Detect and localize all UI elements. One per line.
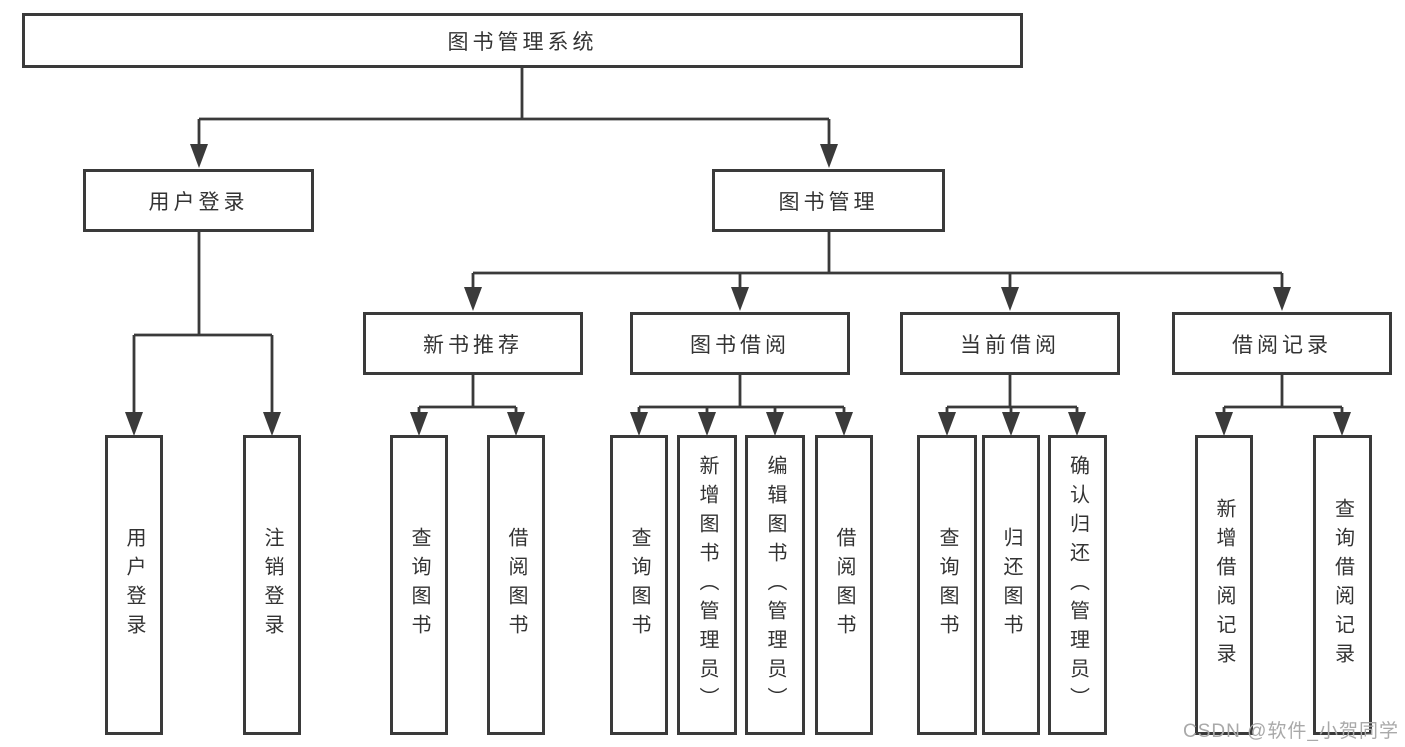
leaf-label: 注销登录: [261, 527, 283, 643]
leaf-label: 查询图书: [408, 527, 430, 643]
leaf-cb-return-books: 归还图书: [982, 435, 1040, 735]
node-label: 新书推荐: [423, 333, 523, 357]
arrowhead-down-icon: [125, 412, 143, 436]
leaf-label: 编辑图书（管理员）: [764, 454, 786, 716]
leaf-bb-edit-books-admin: 编辑图书（管理员）: [745, 435, 805, 735]
connector-line: [637, 375, 846, 414]
connector-book-borrowing-to-leaves: [630, 375, 853, 436]
leaf-nbr-borrow-books: 借阅图书: [487, 435, 545, 735]
connector-line: [197, 68, 831, 146]
leaf-label: 查询图书: [936, 527, 958, 643]
leaf-br-query-borrow-record: 查询借阅记录: [1313, 435, 1372, 735]
connector-current-borrowing-to-leaves: [938, 375, 1086, 436]
leaf-bb-add-books-admin: 新增图书（管理员）: [677, 435, 737, 735]
leaf-label: 归还图书: [1000, 527, 1022, 643]
arrowhead-down-icon: [507, 412, 525, 436]
node-borrowing-records: 借阅记录: [1172, 312, 1392, 375]
node-label: 图书管理系统: [447, 30, 598, 54]
connector-line: [1222, 375, 1344, 414]
arrowhead-down-icon: [1333, 412, 1351, 436]
connector-root-to-level2: [190, 68, 838, 168]
node-label: 借阅记录: [1232, 333, 1332, 357]
arrowhead-down-icon: [410, 412, 428, 436]
arrowhead-down-icon: [1273, 287, 1291, 311]
arrowhead-down-icon: [731, 287, 749, 311]
node-label: 当前借阅: [960, 333, 1060, 357]
arrowhead-down-icon: [766, 412, 784, 436]
leaf-label: 借阅图书: [505, 527, 527, 643]
node-book-borrowing: 图书借阅: [630, 312, 850, 375]
node-current-borrowing: 当前借阅: [900, 312, 1120, 375]
leaf-user-login: 用户登录: [105, 435, 163, 735]
arrowhead-down-icon: [630, 412, 648, 436]
node-label: 图书借阅: [690, 333, 790, 357]
node-book-management: 图书管理: [712, 169, 945, 232]
arrowhead-down-icon: [698, 412, 716, 436]
connector-borrowing-records-to-leaves: [1215, 375, 1351, 436]
leaf-bb-borrow-books: 借阅图书: [815, 435, 873, 735]
leaf-cb-confirm-return-admin: 确认归还（管理员）: [1048, 435, 1107, 735]
leaf-logout: 注销登录: [243, 435, 301, 735]
arrowhead-down-icon: [190, 144, 208, 168]
leaf-label: 查询图书: [628, 527, 650, 643]
arrowhead-down-icon: [835, 412, 853, 436]
leaf-label: 新增图书（管理员）: [696, 454, 718, 716]
connector-user-login-to-leaves: [125, 232, 281, 436]
node-user-login: 用户登录: [83, 169, 314, 232]
leaf-label: 借阅图书: [833, 527, 855, 643]
arrowhead-down-icon: [938, 412, 956, 436]
leaf-nbr-query-books: 查询图书: [390, 435, 448, 735]
connector-new-book-recommendation-to-leaves: [410, 375, 525, 436]
node-new-book-recommendation: 新书推荐: [363, 312, 583, 375]
arrowhead-down-icon: [1001, 287, 1019, 311]
csdn-watermark: CSDN @软件_小贺同学: [1183, 721, 1399, 742]
arrowhead-down-icon: [464, 287, 482, 311]
connector-line: [471, 232, 1284, 290]
arrowhead-down-icon: [1215, 412, 1233, 436]
connector-line: [417, 375, 518, 414]
node-root-library-management-system: 图书管理系统: [22, 13, 1023, 68]
leaf-label: 查询借阅记录: [1331, 498, 1354, 672]
leaf-label: 确认归还（管理员）: [1066, 454, 1089, 716]
leaf-cb-query-books: 查询图书: [917, 435, 977, 735]
connector-book-management-to-level3: [464, 232, 1291, 311]
leaf-label: 新增借阅记录: [1213, 498, 1235, 672]
connector-line: [945, 375, 1079, 414]
leaf-bb-query-books: 查询图书: [610, 435, 668, 735]
node-label: 用户登录: [148, 190, 249, 214]
arrowhead-down-icon: [1002, 412, 1020, 436]
arrowhead-down-icon: [820, 144, 838, 168]
leaf-br-add-borrow-record: 新增借阅记录: [1195, 435, 1253, 735]
connector-line: [132, 232, 274, 414]
arrowhead-down-icon: [1068, 412, 1086, 436]
arrowhead-down-icon: [263, 412, 281, 436]
leaf-label: 用户登录: [123, 527, 145, 643]
node-label: 图书管理: [778, 190, 879, 214]
